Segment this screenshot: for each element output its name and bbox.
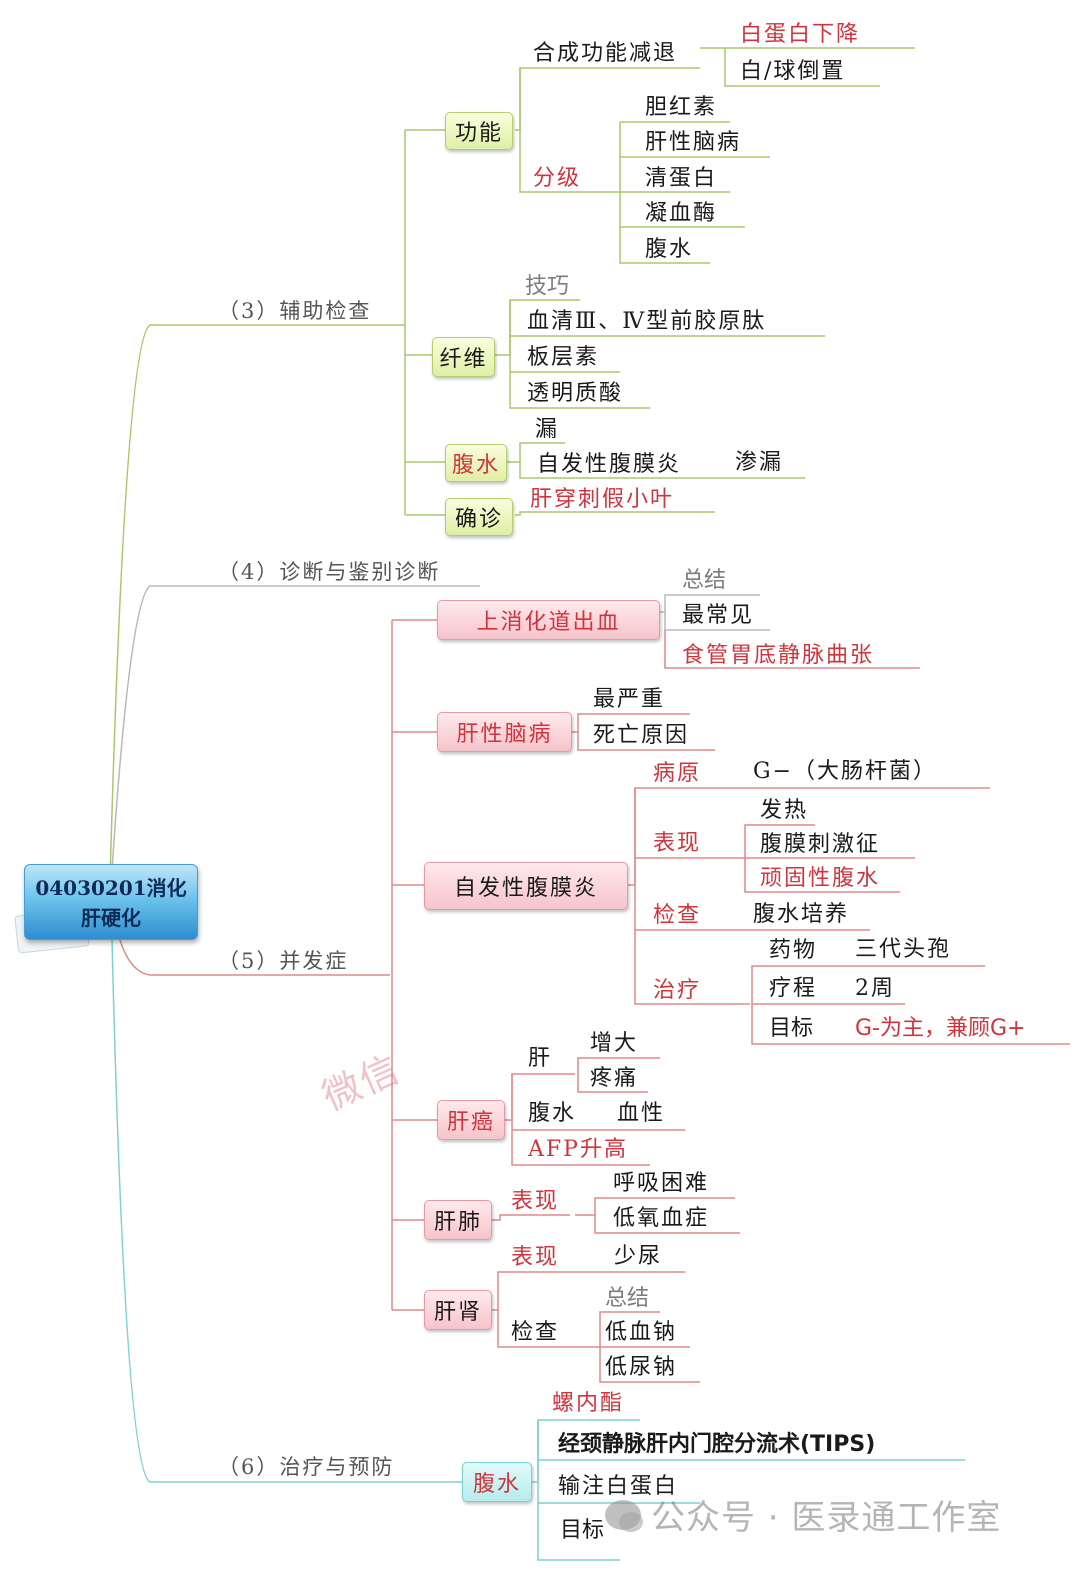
node-gi-bleed[interactable]: 上消化道出血: [437, 600, 660, 640]
branch-aux[interactable]: （3）辅助检查: [218, 301, 371, 322]
fibrosis-item[interactable]: 透明质酸: [527, 383, 623, 405]
footer-text: 公众号 · 医录通工作室: [651, 1490, 1001, 1539]
node-ascites-exam[interactable]: 腹水: [445, 444, 507, 482]
node-confirm[interactable]: 确诊: [445, 498, 513, 536]
node-tips-label[interactable]: 技巧: [525, 276, 569, 298]
liver-item[interactable]: 疼痛: [590, 1068, 638, 1090]
node-biopsy[interactable]: 肝穿刺假小叶: [530, 489, 674, 511]
node-fibrosis[interactable]: 纤维: [432, 337, 495, 377]
node-course[interactable]: 2周: [855, 978, 895, 1000]
branch-diagnosis[interactable]: （4）诊断与鉴别诊断: [218, 562, 440, 583]
node-hrs-manifest[interactable]: 表现: [511, 1247, 559, 1269]
node-afp[interactable]: AFP升高: [528, 1139, 628, 1161]
root-subtitle: 肝硬化: [25, 903, 197, 933]
node-sbp-aux[interactable]: 自发性腹膜炎: [537, 454, 681, 476]
manifest-item[interactable]: 发热: [760, 800, 808, 822]
node-hepatic-encephalopathy[interactable]: 肝性脑病: [437, 712, 572, 752]
wechat-icon: [605, 1500, 641, 1530]
hrs-item[interactable]: 低血钠: [605, 1322, 677, 1344]
node-hrs-summary[interactable]: 总结: [605, 1288, 649, 1310]
footer-brand: 公众号 · 医录通工作室: [605, 1490, 1001, 1539]
grade-item[interactable]: 腹水: [645, 239, 693, 261]
node-treatment-label[interactable]: 治疗: [653, 980, 701, 1002]
branch-treatment[interactable]: （6）治疗与预防: [218, 1457, 394, 1478]
node-grade[interactable]: 分级: [533, 168, 581, 190]
node-goal[interactable]: 目标: [560, 1520, 604, 1542]
hps-item[interactable]: 呼吸困难: [613, 1173, 709, 1195]
node-spironolactone[interactable]: 螺内酯: [552, 1393, 624, 1415]
node-drug-label[interactable]: 药物: [769, 940, 817, 962]
root-title: 04030201消化: [25, 873, 197, 903]
hps-item[interactable]: 低氧血症: [613, 1208, 709, 1230]
node-tips[interactable]: 经颈静脉肝内门腔分流术(TIPS): [558, 1434, 875, 1456]
node-synth-decline[interactable]: 合成功能减退: [533, 43, 677, 65]
grade-item[interactable]: 清蛋白: [645, 168, 717, 190]
grade-item[interactable]: 胆红素: [645, 97, 717, 119]
root-node[interactable]: 04030201消化 肝硬化: [24, 864, 198, 940]
hrs-item[interactable]: 低尿钠: [605, 1357, 677, 1379]
manifest-item[interactable]: 顽固性腹水: [760, 868, 880, 890]
node-bloody[interactable]: 血性: [617, 1103, 665, 1125]
node-target-label[interactable]: 目标: [769, 1018, 813, 1040]
grade-item[interactable]: 肝性脑病: [645, 132, 741, 154]
node-death-cause[interactable]: 死亡原因: [593, 725, 689, 747]
node-summary[interactable]: 总结: [682, 570, 726, 592]
fibrosis-item[interactable]: 血清Ⅲ、Ⅳ型前胶原肽: [527, 311, 766, 333]
manifest-item[interactable]: 腹膜刺激征: [760, 834, 880, 856]
aux-lines: [110, 48, 915, 880]
branch-complications[interactable]: （5）并发症: [218, 951, 348, 972]
liver-item[interactable]: 增大: [590, 1033, 638, 1055]
node-course-label[interactable]: 疗程: [769, 978, 817, 1000]
node-treat-ascites[interactable]: 腹水: [462, 1462, 532, 1502]
node-liver[interactable]: 肝: [528, 1048, 552, 1070]
node-ag-ratio[interactable]: 白/球倒置: [740, 61, 845, 83]
node-drug[interactable]: 三代头孢: [855, 939, 951, 961]
node-exam-label[interactable]: 检查: [653, 905, 701, 927]
node-manifest-label[interactable]: 表现: [653, 833, 701, 855]
node-hepatorenal[interactable]: 肝肾: [424, 1290, 492, 1330]
grade-item[interactable]: 凝血酶: [645, 203, 717, 225]
node-hrs-exam[interactable]: 检查: [511, 1322, 559, 1344]
node-hepatopulmonary[interactable]: 肝肺: [424, 1200, 492, 1240]
node-function[interactable]: 功能: [445, 112, 513, 150]
node-albumin-drop[interactable]: 白蛋白下降: [740, 24, 860, 46]
node-transudate[interactable]: 漏: [535, 419, 559, 441]
node-oliguria[interactable]: 少尿: [614, 1246, 662, 1268]
node-target[interactable]: G-为主，兼顾G+: [855, 1018, 1025, 1040]
fibrosis-item[interactable]: 板层素: [527, 347, 599, 369]
node-most-common[interactable]: 最常见: [682, 605, 754, 627]
node-exudate[interactable]: 渗漏: [735, 452, 783, 474]
node-varices[interactable]: 食管胃底静脉曲张: [682, 645, 874, 667]
node-hps-manifest[interactable]: 表现: [511, 1191, 559, 1213]
node-most-severe[interactable]: 最严重: [593, 689, 665, 711]
node-liver-cancer[interactable]: 肝癌: [437, 1100, 505, 1140]
node-pathogen[interactable]: G−（大肠杆菌）: [753, 761, 937, 783]
node-ascites-culture[interactable]: 腹水培养: [753, 904, 849, 926]
node-cancer-ascites[interactable]: 腹水: [528, 1103, 576, 1125]
node-sbp[interactable]: 自发性腹膜炎: [424, 862, 628, 910]
node-pathogen-label[interactable]: 病原: [653, 763, 701, 785]
